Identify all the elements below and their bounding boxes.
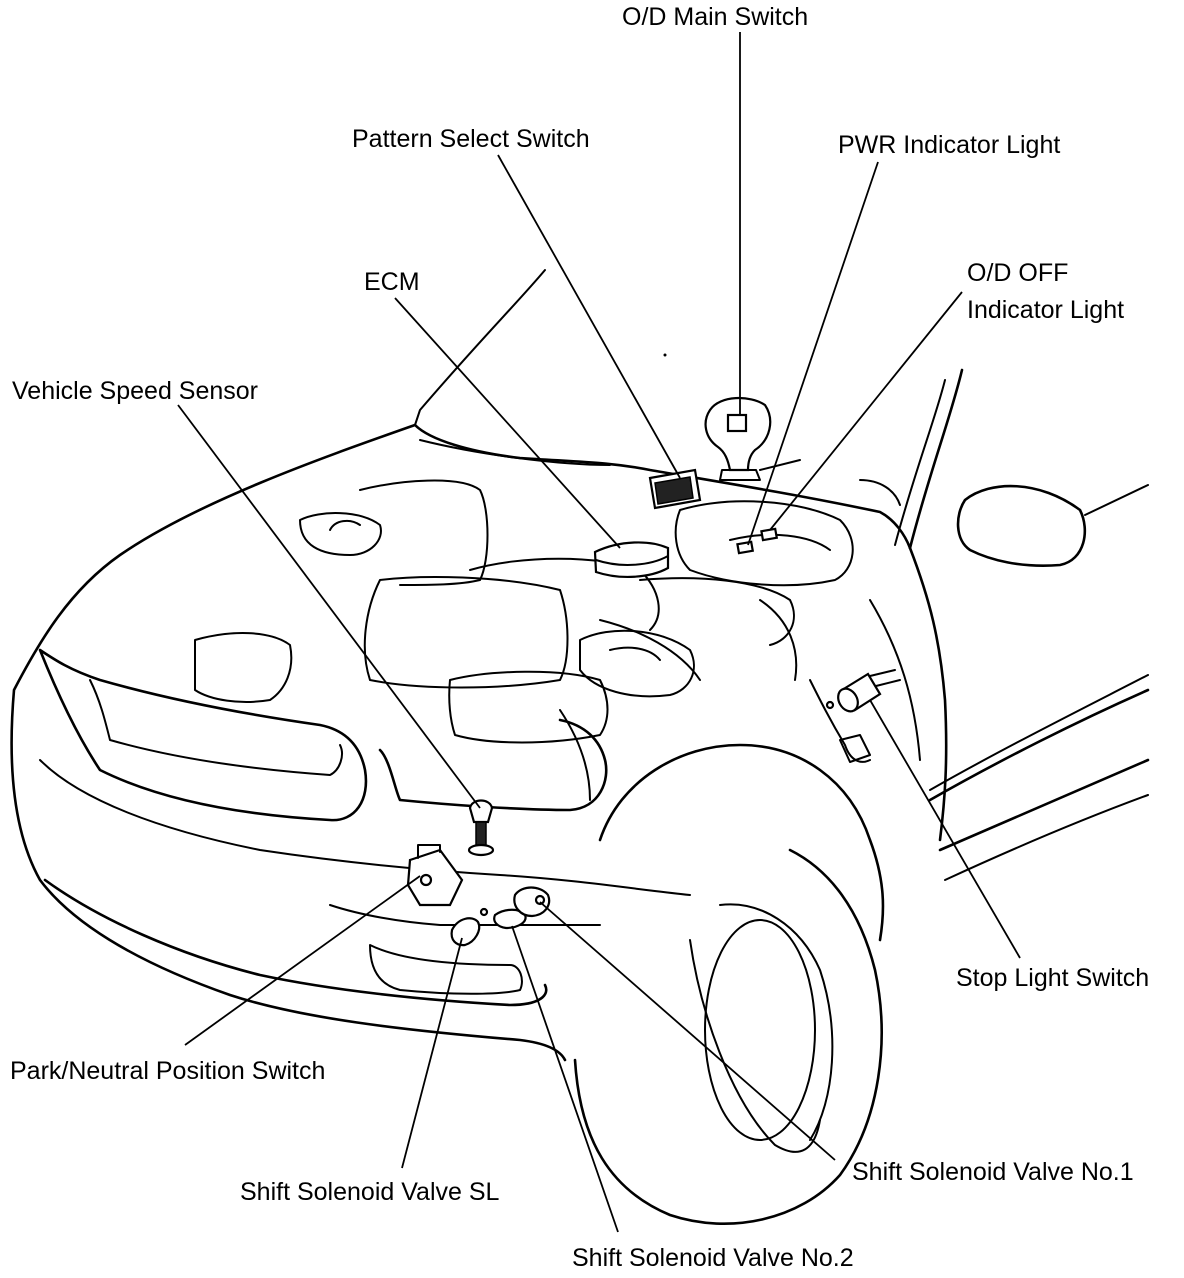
leader-od-off-indicator-light: [769, 291, 963, 531]
labels: O/D Main Switch Pattern Select Switch PW…: [10, 3, 1149, 1272]
leader-pwr-indicator-light: [747, 161, 879, 546]
label-od-off-line2: Indicator Light: [967, 296, 1124, 324]
leader-shift-solenoid-valve-no1: [539, 901, 836, 1161]
label-pattern-select-switch: Pattern Select Switch: [352, 125, 590, 153]
leader-ecm: [394, 297, 621, 549]
ecm-part: [593, 541, 670, 579]
label-park-neutral-position-switch: Park/Neutral Position Switch: [10, 1057, 325, 1085]
leader-shift-solenoid-valve-no2: [511, 925, 619, 1233]
vehicle-speed-sensor-part: [467, 799, 495, 857]
shift-solenoid-valve-no2-part: [493, 908, 527, 930]
leader-park-neutral-position-switch: [184, 875, 421, 1046]
leader-shift-solenoid-valve-sl: [401, 937, 463, 1169]
leader-vehicle-speed-sensor: [177, 404, 481, 809]
label-pwr-indicator-light: PWR Indicator Light: [838, 131, 1060, 159]
label-od-main-switch: O/D Main Switch: [622, 3, 808, 31]
od-off-indicator-light-part: [760, 527, 779, 542]
components: [406, 396, 901, 947]
leader-pattern-select-switch: [497, 154, 681, 479]
label-stop-light-switch: Stop Light Switch: [956, 964, 1149, 992]
shift-solenoid-valve-sl-part: [450, 907, 489, 947]
od-main-switch-part: [704, 396, 801, 481]
pattern-select-switch-part: [648, 468, 702, 510]
leader-stop-light-switch: [869, 699, 1021, 959]
shift-solenoid-valve-no1-part: [513, 886, 551, 918]
park-neutral-position-switch-part: [406, 844, 464, 907]
pwr-indicator-light-part: [736, 540, 755, 555]
stop-light-switch-part: [825, 669, 901, 713]
label-shift-solenoid-valve-sl: Shift Solenoid Valve SL: [240, 1178, 500, 1206]
leader-lines: [177, 32, 1021, 1233]
vehicle-body: [10, 269, 1150, 1225]
label-od-off-line1: O/D OFF: [967, 259, 1068, 287]
label-shift-solenoid-valve-no2: Shift Solenoid Valve No.2: [572, 1244, 854, 1272]
label-ecm: ECM: [364, 268, 420, 296]
label-vehicle-speed-sensor: Vehicle Speed Sensor: [12, 377, 258, 405]
label-shift-solenoid-valve-no1: Shift Solenoid Valve No.1: [852, 1158, 1134, 1186]
